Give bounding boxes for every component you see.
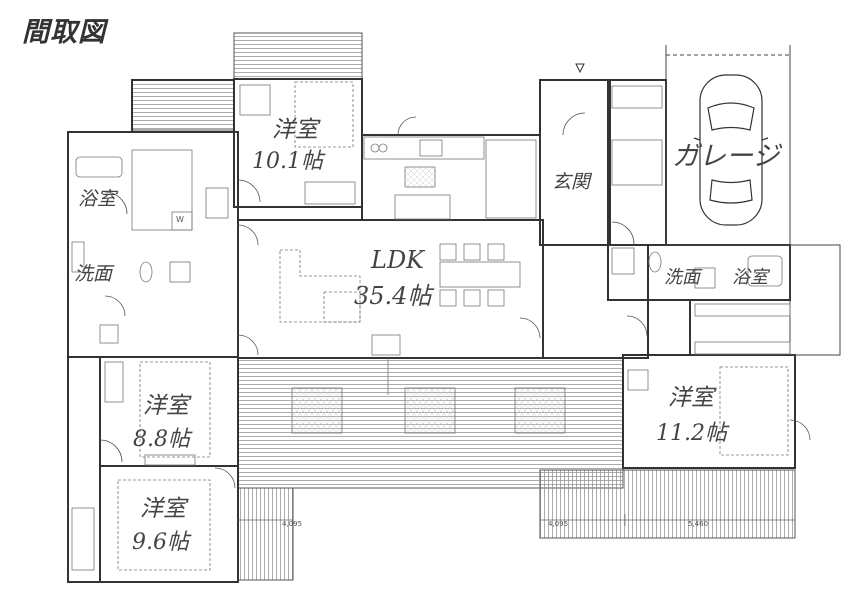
deck-areas: [131, 32, 796, 581]
page-title: 間取図: [22, 17, 106, 48]
room-western-mid-name: 洋室: [143, 393, 192, 419]
fixtures: [71, 81, 791, 571]
door-swings: [99, 112, 811, 489]
dimension-lines: [238, 514, 795, 526]
room-western-mid-size: 8.8帖: [133, 427, 193, 452]
deck-top-left: [131, 79, 235, 131]
room-western-right-size: 11.2帖: [656, 421, 730, 446]
car-icon: [693, 74, 769, 226]
toilet-mark: W: [176, 215, 184, 224]
dimension-2: 5,460: [688, 520, 708, 528]
room-western-bottom-name: 洋室: [140, 496, 189, 522]
right-wing: [789, 244, 841, 356]
deck-bottom-left: [237, 487, 294, 581]
room-western-top-size: 10.1帖: [252, 149, 326, 174]
kitchen-counter: [363, 136, 485, 160]
room-wash-left-name: 洗面: [74, 263, 115, 285]
toilet-left: [139, 261, 153, 283]
room-entrance-name: 玄関: [552, 171, 593, 193]
room-western-right-name: 洋室: [668, 385, 717, 411]
room-ldk-size: 35.4帖: [354, 282, 434, 310]
deck-bottom-right: [539, 469, 796, 539]
bed-top: [294, 81, 354, 148]
room-wash-right-name: 洗面: [664, 267, 703, 288]
room-garage-name: ガレージ: [672, 141, 782, 172]
bathtub-left: [75, 156, 123, 178]
room-western-bottom-size: 9.6帖: [132, 530, 192, 555]
bed-right: [719, 366, 789, 456]
bed-mid: [139, 361, 211, 458]
room-ldk-name: LDK: [370, 246, 426, 274]
deck-top-mid: [233, 32, 363, 80]
bathtub-right: [747, 255, 783, 287]
garage: [665, 45, 791, 246]
walls: [67, 78, 796, 583]
dimension-3: 4,095: [548, 520, 568, 528]
room-bath-left-name: 浴室: [78, 188, 119, 210]
room-western-top-name: 洋室: [272, 117, 321, 143]
north-arrow-icon: [575, 63, 585, 74]
bed-bottom: [117, 479, 211, 571]
dimension-1: 4,095: [282, 520, 302, 528]
dining-table: [439, 261, 521, 288]
room-bath-right-name: 浴室: [732, 267, 771, 288]
